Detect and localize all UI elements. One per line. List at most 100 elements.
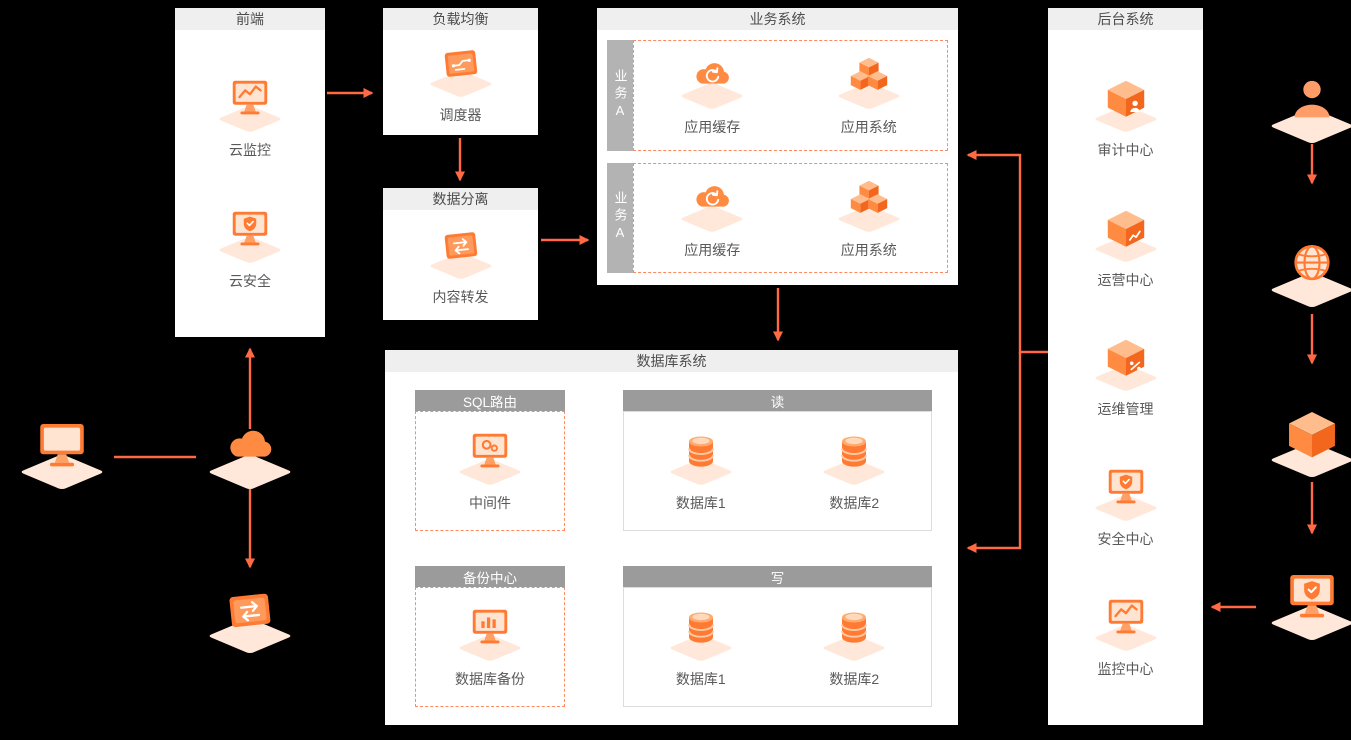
node-monitoring-center: 监控中心 xyxy=(1091,595,1161,679)
section-header: 备份中心 xyxy=(415,566,565,587)
panel-title: 数据库系统 xyxy=(385,350,958,372)
business-group-tab: 业务A xyxy=(607,162,633,273)
node-cloud-security: 云安全 xyxy=(215,207,285,291)
box-tool-icon xyxy=(1091,335,1161,397)
load-balancer-body: 调度器 xyxy=(383,30,538,135)
panel-title: 业务系统 xyxy=(597,8,958,30)
frontend-body: 云监控 云安全 xyxy=(175,30,325,337)
load-balancer-panel: 负载均衡 调度器 xyxy=(383,8,538,135)
monitor-shield-icon xyxy=(215,207,285,269)
monitor-chart-icon xyxy=(1091,595,1161,657)
section-header: 读 xyxy=(623,390,932,411)
node-database-2: 数据库2 xyxy=(819,429,889,513)
node-database-1: 数据库1 xyxy=(666,429,736,513)
node-audit-center: 审计中心 xyxy=(1091,76,1161,160)
node-app-cache: 应用缓存 xyxy=(677,53,747,137)
node-label: 应用缓存 xyxy=(684,241,741,258)
database-icon xyxy=(666,429,736,491)
node-label: 云监控 xyxy=(229,142,271,159)
desktop-icon xyxy=(16,418,108,496)
monitor-chart-icon xyxy=(215,76,285,138)
business-group-area: 应用缓存 应用系统 xyxy=(633,162,948,273)
monitor-shield-icon xyxy=(1091,465,1161,527)
backup-area: 数据库备份 xyxy=(415,587,565,707)
write-section: 写 数据库1 数据库2 xyxy=(623,566,932,707)
read-section: 读 数据库1 数据库2 xyxy=(623,390,932,531)
read-area: 数据库1 数据库2 xyxy=(623,411,932,531)
backup-center-section: 备份中心 数据库备份 xyxy=(415,566,565,707)
cloud-sync-icon xyxy=(677,53,747,115)
node-label: 数据库1 xyxy=(675,495,726,511)
board-transfer-icon xyxy=(426,223,496,285)
person-icon xyxy=(1266,72,1351,150)
panel-title: 数据分离 xyxy=(383,188,538,210)
node-label: 监控中心 xyxy=(1097,661,1154,678)
node-operation-center: 运营中心 xyxy=(1091,206,1161,290)
node-security-center: 安全中心 xyxy=(1091,465,1161,549)
node-scheduler: 调度器 xyxy=(426,41,496,125)
box-person-icon xyxy=(1091,76,1161,138)
panel-title: 后台系统 xyxy=(1048,8,1203,30)
frontend-panel: 前端 云监控 云安全 xyxy=(175,8,325,337)
node-database-2: 数据库2 xyxy=(819,605,889,689)
cloud-icon xyxy=(204,418,296,496)
database-icon xyxy=(819,605,889,667)
node-label: 运维管理 xyxy=(1097,401,1154,418)
backend-system-body: 审计中心 运营中心 运维管理 安全中心 监控中心 xyxy=(1048,30,1203,725)
node-label: 数据库2 xyxy=(829,671,880,687)
business-system-body: 业务A 应用缓存 应用系统 业务A 应用缓 xyxy=(597,30,958,285)
sql-routing-area: 中间件 xyxy=(415,411,565,531)
node-label: 安全中心 xyxy=(1097,531,1154,548)
monitor-bars-icon xyxy=(455,605,525,667)
node-database-backup: 数据库备份 xyxy=(455,605,525,689)
node-label: 数据库1 xyxy=(675,671,726,687)
node-app-cache: 应用缓存 xyxy=(677,176,747,260)
node-label: 调度器 xyxy=(439,106,482,123)
business-group: 业务A 应用缓存 应用系统 xyxy=(607,162,948,273)
shield-monitor-icon xyxy=(1266,569,1351,647)
node-label: 数据库2 xyxy=(829,495,880,511)
node-content-forwarding: 内容转发 xyxy=(426,223,496,307)
business-system-panel: 业务系统 业务A 应用缓存 应用系统 业务A xyxy=(597,8,958,285)
panel-title: 前端 xyxy=(175,8,325,30)
box-chart-icon xyxy=(1091,206,1161,268)
node-label: 应用系统 xyxy=(840,241,897,258)
node-database-1: 数据库1 xyxy=(666,605,736,689)
cubes-icon xyxy=(834,53,904,115)
node-app-system: 应用系统 xyxy=(834,53,904,137)
database-icon xyxy=(819,429,889,491)
node-label: 中间件 xyxy=(469,495,511,511)
node-ops-management: 运维管理 xyxy=(1091,335,1161,419)
cubes-icon xyxy=(834,176,904,238)
monitor-gear-icon xyxy=(455,429,525,491)
node-app-system: 应用系统 xyxy=(834,176,904,260)
node-label: 云安全 xyxy=(229,272,271,289)
cloud-sync-icon xyxy=(677,176,747,238)
panel-title: 负载均衡 xyxy=(383,8,538,30)
backend-system-panel: 后台系统 审计中心 运营中心 运维管理 安全中心 监控中心 xyxy=(1048,8,1203,725)
board-circuit-icon xyxy=(426,41,496,103)
write-area: 数据库1 数据库2 xyxy=(623,587,932,707)
firewall-board-icon xyxy=(204,582,296,660)
node-label: 运营中心 xyxy=(1097,271,1154,288)
node-cloud-monitoring: 云监控 xyxy=(215,76,285,160)
sql-routing-section: SQL路由 中间件 xyxy=(415,390,565,531)
node-label: 数据库备份 xyxy=(455,671,525,687)
node-label: 审计中心 xyxy=(1097,141,1154,158)
globe-icon xyxy=(1266,236,1351,314)
database-icon xyxy=(666,605,736,667)
data-separation-panel: 数据分离 内容转发 xyxy=(383,188,538,320)
section-header: 写 xyxy=(623,566,932,587)
node-label: 应用缓存 xyxy=(684,119,741,136)
cube-icon xyxy=(1266,406,1351,484)
node-label: 内容转发 xyxy=(432,289,489,305)
node-middleware: 中间件 xyxy=(455,429,525,513)
section-header: SQL路由 xyxy=(415,390,565,411)
node-label: 应用系统 xyxy=(840,119,897,136)
data-separation-body: 内容转发 xyxy=(383,210,538,320)
business-group: 业务A 应用缓存 应用系统 xyxy=(607,40,948,151)
database-system-body: SQL路由 中间件 读 数据库1 数据库 xyxy=(385,372,958,725)
database-system-panel: 数据库系统 SQL路由 中间件 读 数据库1 xyxy=(385,350,958,725)
business-group-tab: 业务A xyxy=(607,40,633,151)
